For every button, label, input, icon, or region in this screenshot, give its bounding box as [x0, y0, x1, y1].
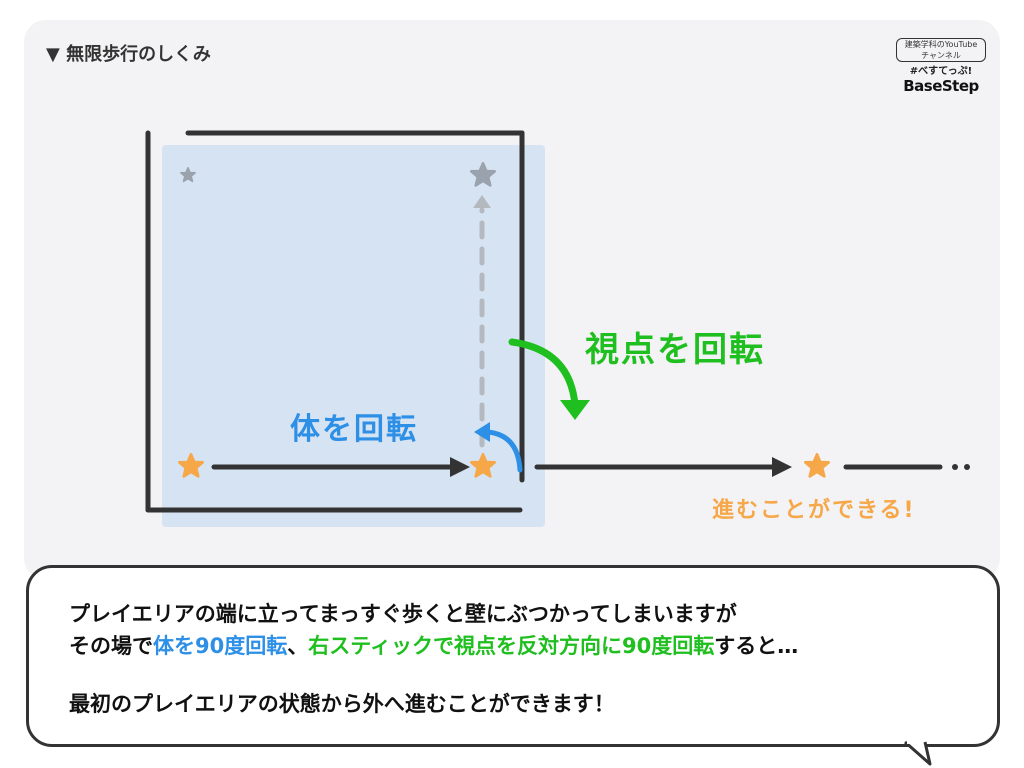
caption-line-2: その場で体を90度回転、右スティックで視点を反対方向に90度回転すると…	[69, 630, 798, 660]
logo-name: BaseStep	[903, 77, 979, 95]
logo-sub: 建築学科のYouTubeチャンネル	[896, 38, 986, 62]
dashed-arrowhead	[473, 195, 491, 208]
logo-tag: #べすてっぷ!	[909, 66, 973, 77]
caption-line-3: 最初のプレイエリアの状態から外へ進むことができます！	[69, 692, 615, 716]
basestep-logo: 建築学科のYouTubeチャンネル #べすてっぷ! BaseStep	[896, 38, 986, 95]
rotate-body-arrow	[485, 429, 523, 473]
caption-bubble: プレイエリアの端に立ってまっすぐ歩くと壁にぶつかってしまいますが その場で体を9…	[26, 565, 1000, 747]
caption-rotate-body: 体を90度回転	[153, 634, 288, 658]
dot	[964, 464, 970, 470]
walls	[145, 130, 525, 513]
play-area	[162, 145, 545, 527]
rotate-body-arrowhead	[474, 422, 490, 442]
rotate-view-arrowhead	[560, 400, 590, 420]
can-advance-label: 進むことができる!	[712, 498, 916, 523]
rotate-body-label: 体を回転	[290, 412, 418, 447]
caption-text: すると…	[714, 634, 799, 658]
rotate-view-label: 視点を回転	[585, 330, 765, 370]
section-title: ▼ 無限歩行のしくみ	[46, 44, 211, 65]
caption-line-1: プレイエリアの端に立ってまっすぐ歩くと壁にぶつかってしまいますが	[69, 602, 737, 626]
arrow-head-1	[450, 457, 470, 477]
arrow-head-2	[772, 457, 792, 477]
dot	[952, 464, 958, 470]
star-icon	[804, 453, 830, 478]
caption-rotate-view: 右スティックで視点を反対方向に90度回転	[308, 634, 715, 658]
rotate-view-arrow	[508, 338, 579, 409]
caption-text: その場で	[69, 634, 153, 658]
caption-text: 、	[287, 634, 309, 658]
